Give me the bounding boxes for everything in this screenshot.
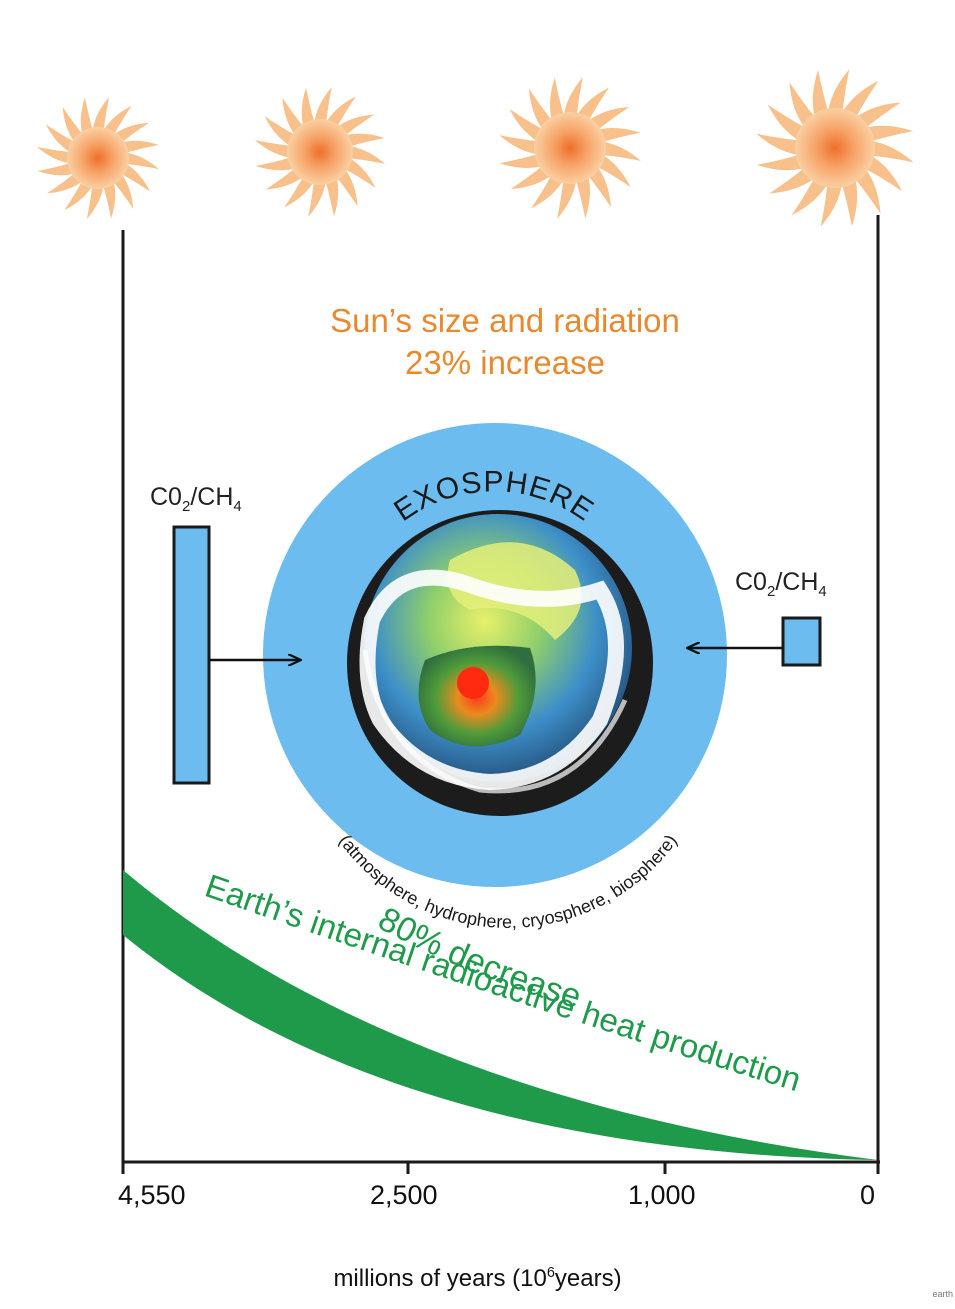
sun-icon [499, 77, 641, 219]
sun-caption: Sun’s size and radiation 23% increase [0, 300, 955, 384]
co2-ch4-box-small [781, 616, 822, 667]
sun-ray [86, 184, 104, 219]
gas-formula: /CH [775, 568, 819, 596]
tick-label: 0 [860, 1180, 876, 1210]
sun-ray [284, 175, 315, 208]
sun-ray [499, 135, 540, 155]
sun-ray [557, 178, 577, 219]
tick-label: 1,000 [628, 1180, 696, 1210]
sun-ray [45, 124, 77, 154]
sun-ray [325, 96, 356, 129]
image-credit: earth [932, 1289, 953, 1299]
sun-ray [124, 152, 159, 170]
sun-ray [791, 176, 829, 216]
sun-ray [868, 140, 914, 163]
sun-ray [563, 77, 583, 118]
sun-ray [119, 162, 151, 192]
gas-formula: C0 [735, 568, 767, 596]
sun-ray [509, 108, 545, 143]
gas-subscript: 4 [233, 498, 242, 515]
sun-caption-line2: 23% increase [405, 344, 605, 381]
sun-ray [530, 173, 565, 209]
sun-ray [37, 146, 72, 164]
sun-caption-line1: Sun’s size and radiation [330, 302, 680, 339]
sun-ray [37, 162, 77, 176]
axis-title-prefix: millions of years (10 [333, 1265, 547, 1292]
sun-core [287, 119, 353, 185]
sun-ray [595, 128, 641, 143]
gas-subscript: 2 [181, 498, 191, 515]
sun-ray [575, 87, 610, 123]
sun-ray [255, 140, 293, 158]
sun-ray [499, 153, 545, 168]
sun-ray [756, 154, 807, 171]
sun-core [795, 108, 875, 188]
sun-ray [308, 179, 326, 217]
axis-title-suffix: years) [554, 1265, 622, 1292]
sun-ray [841, 176, 858, 227]
sun-ray [301, 87, 315, 129]
sun-icon [37, 97, 159, 219]
sun-ray [80, 97, 94, 137]
heat-production-band [123, 870, 878, 1160]
sun-ray [314, 87, 332, 125]
sun-ray [102, 179, 116, 219]
sun-ray [92, 97, 110, 132]
sun-icon [255, 87, 385, 217]
heat-production-text: Earth’s internal radioactive heat produc… [201, 867, 806, 1098]
tick-label: 2,500 [370, 1180, 438, 1210]
sun-core [534, 112, 606, 184]
sun-ray [343, 133, 385, 147]
sun-ray [841, 80, 879, 120]
sun-ray [575, 173, 590, 219]
earth-globe-image [359, 514, 632, 794]
sun-ray [767, 104, 807, 142]
sun-ray [863, 154, 903, 192]
co2-ch4-box-large [172, 525, 211, 785]
sun-ray [812, 69, 829, 120]
gas-subscript: 4 [818, 583, 827, 600]
sun-ray [820, 181, 843, 227]
sun-ray [64, 179, 94, 211]
sun-icon [756, 69, 914, 227]
sun-ray [550, 77, 565, 123]
sun-ray [343, 157, 376, 188]
sun-ray [595, 153, 631, 188]
sun-ray [600, 141, 641, 161]
axis-title-exponent: 6 [546, 1265, 555, 1281]
gas-subscript: 2 [766, 583, 776, 600]
sun-ray [756, 133, 802, 156]
gas-formula: C0 [150, 483, 182, 511]
sun-ray [264, 116, 297, 147]
axis-title: millions of years (106years) [0, 1265, 955, 1293]
co2-ch4-label-right: C02/CH4 [735, 568, 827, 600]
co2-ch4-label-left: C02/CH4 [150, 483, 242, 515]
sun-core [67, 127, 129, 189]
sun-ray [827, 69, 850, 115]
sun-icons [37, 69, 914, 227]
sun-ray [119, 140, 159, 154]
sun-ray [347, 146, 385, 164]
sun-ray [325, 175, 339, 217]
sun-ray [863, 125, 914, 142]
sun-ray [255, 157, 297, 171]
sun-ray [102, 105, 132, 137]
tick-label: 4,550 [118, 1180, 186, 1210]
gas-formula: /CH [190, 483, 234, 511]
